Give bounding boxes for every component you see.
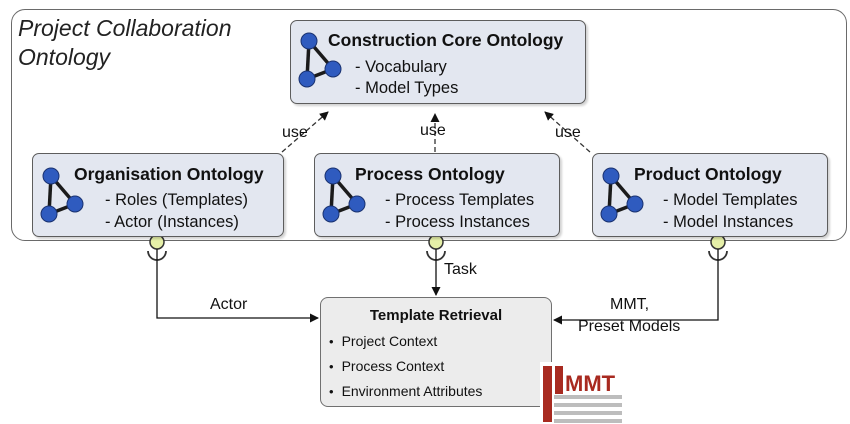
ontology-graph-icon (600, 167, 644, 223)
retrieval-item-process-context: Process Context (329, 354, 482, 379)
organisation-item-actor: - Actor (Instances) (105, 213, 239, 231)
product-ontology-title: Product Ontology (634, 164, 782, 184)
process-item-instances: - Process Instances (385, 213, 530, 231)
ontology-graph-icon (322, 167, 366, 223)
product-item-instances: - Model Instances (663, 213, 794, 231)
core-ontology-title: Construction Core Ontology (328, 30, 564, 50)
mmt-edge (553, 268, 719, 325)
interface-product (708, 234, 728, 268)
use-label-process: use (420, 122, 446, 139)
container-title: Project Collaboration Ontology (18, 14, 232, 72)
retrieval-item-project-context: Project Context (329, 329, 482, 354)
mmt-logo: MMT (540, 362, 624, 424)
template-retrieval-title: Template Retrieval (369, 307, 503, 324)
use-edge-organisation (281, 111, 329, 153)
core-item-vocabulary: - Vocabulary (355, 58, 447, 76)
template-retrieval-list: Project Context Process Context Environm… (329, 329, 483, 404)
process-ontology-box: Process Ontology - Process Templates - P… (314, 153, 560, 237)
container-title-line2: Ontology (18, 44, 111, 70)
interface-process (426, 234, 446, 268)
product-ontology-box: Product Ontology - Model Templates - Mod… (592, 153, 828, 237)
organisation-item-roles: - Roles (Templates) (105, 191, 249, 209)
process-ontology-title: Process Ontology (355, 164, 505, 184)
container-title-line1: Project Collaboration (18, 15, 232, 41)
core-item-model-types: - Model Types (355, 79, 459, 97)
product-item-templates: - Model Templates (663, 191, 798, 209)
actor-label: Actor (210, 296, 248, 313)
task-label: Task (444, 261, 477, 278)
organisation-ontology-box: Organisation Ontology - Roles (Templates… (32, 153, 284, 237)
mmt-label-line1: MMT, (610, 296, 650, 313)
ontology-graph-icon (298, 32, 342, 88)
use-label-product: use (555, 124, 581, 141)
mmt-logo-text: MMT (565, 371, 616, 396)
core-ontology-box: Construction Core Ontology - Vocabulary … (290, 20, 586, 104)
organisation-ontology-title: Organisation Ontology (74, 164, 264, 184)
actor-edge (156, 268, 319, 323)
interface-organisation (147, 234, 167, 268)
use-edge-product (544, 111, 591, 153)
retrieval-item-environment-attributes: Environment Attributes (329, 379, 483, 404)
process-item-templates: - Process Templates (385, 191, 535, 209)
ontology-graph-icon (40, 167, 84, 223)
mmt-label-line2: Preset Models (578, 318, 681, 335)
template-retrieval-box: Template Retrieval Project Context Proce… (320, 297, 552, 407)
use-label-organisation: use (282, 124, 308, 141)
